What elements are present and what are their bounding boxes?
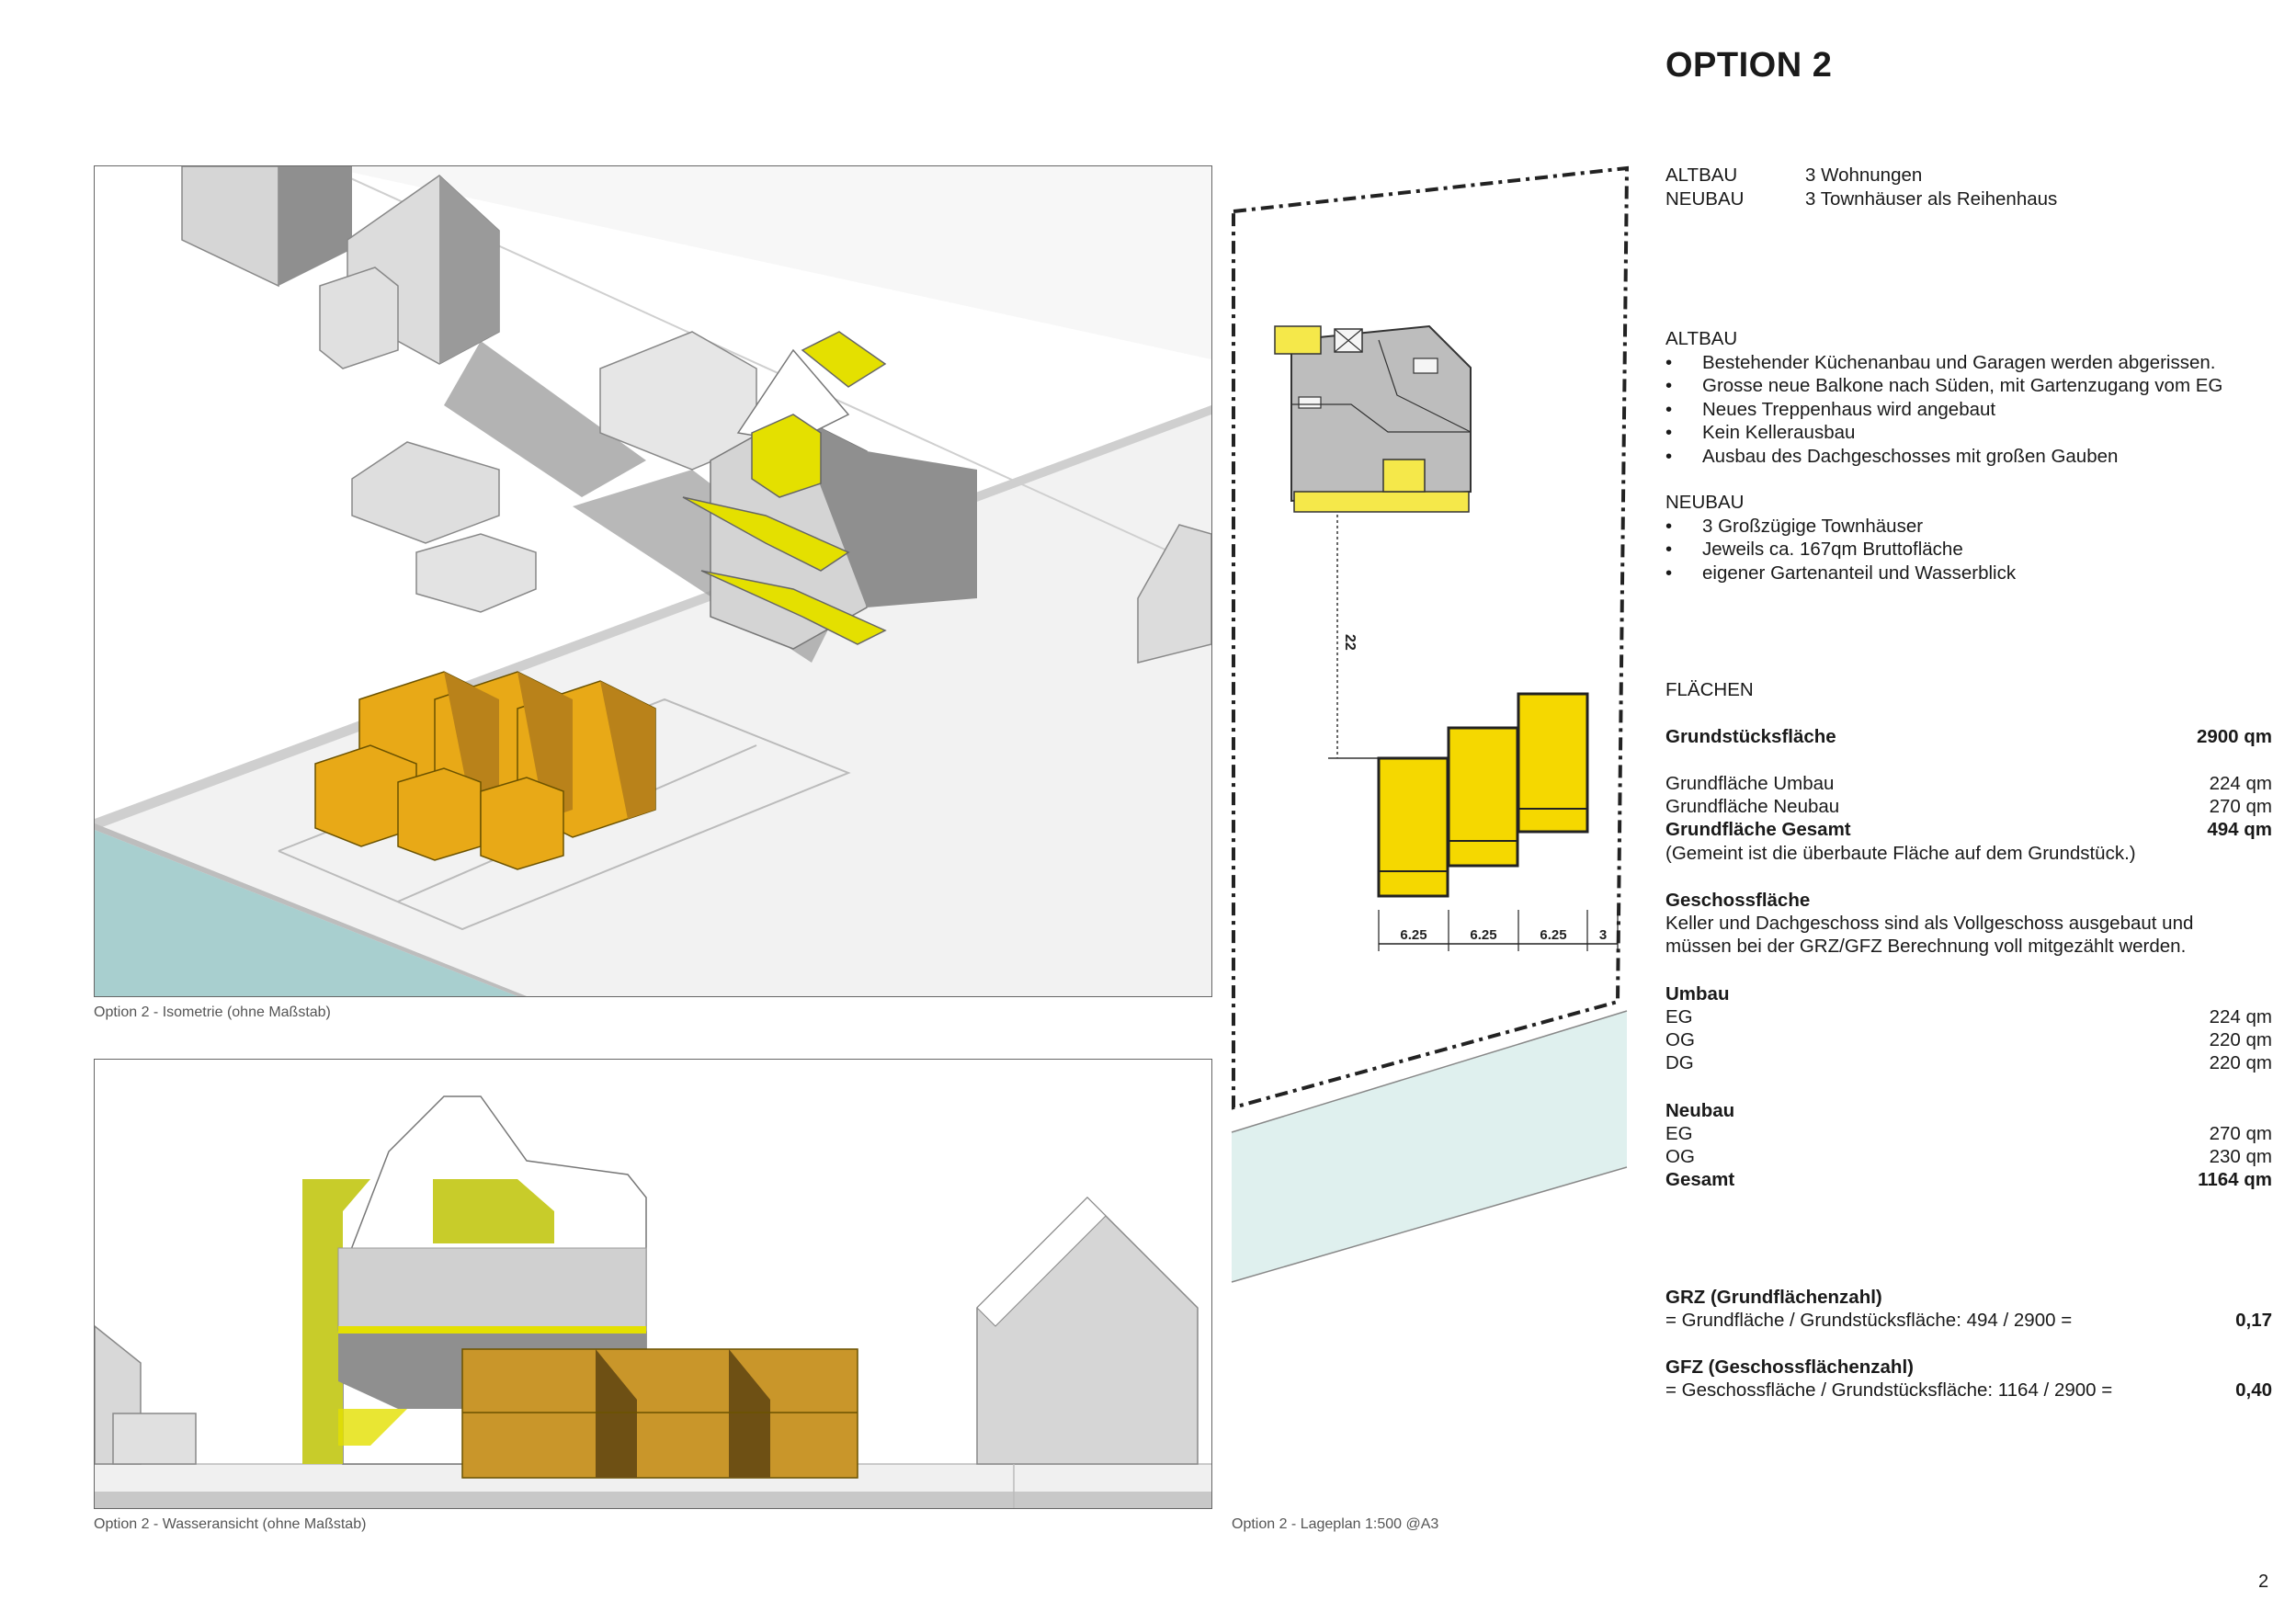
geschoss-text-1: Keller und Dachgeschoss sind als Vollges… xyxy=(1665,913,2194,934)
isometric-drawing xyxy=(95,166,1211,996)
dormer-yellow xyxy=(751,414,822,498)
neubau-eg-value: 270 qm xyxy=(2209,1123,2272,1144)
umbau-og-value: 220 qm xyxy=(2209,1029,2272,1050)
neubau-og-row: OG 230 qm xyxy=(1665,1146,2272,1170)
elevation-drawing xyxy=(95,1095,1211,1508)
altbau-item: Grosse neue Balkone nach Süden, mit Gart… xyxy=(1665,374,2222,398)
gf-gesamt-label: Grundfläche Gesamt xyxy=(1665,819,1851,840)
gfz-row: = Geschossfläche / Grundstücksfläche: 11… xyxy=(1665,1379,2272,1403)
neubau-area-heading: Neubau xyxy=(1665,1100,1735,1121)
umbau-dg-row: DG 220 qm xyxy=(1665,1052,2272,1076)
gesamt-value: 1164 qm xyxy=(2198,1169,2272,1190)
caption-water-view: Option 2 - Wasseransicht (ohne Maßstab) xyxy=(94,1516,367,1532)
umbau-og-label: OG xyxy=(1665,1029,1695,1050)
gf-umbau-row: Grundfläche Umbau 224 qm xyxy=(1665,773,2272,797)
site-plan: 22 6.25 6.25 6.25 3 xyxy=(1213,156,1654,1296)
grz-value: 0,17 xyxy=(2235,1310,2272,1331)
gf-note: (Gemeint ist die überbaute Fläche auf de… xyxy=(1665,843,2136,864)
plot-boundary xyxy=(1232,165,1630,1110)
gesamt-label: Gesamt xyxy=(1665,1169,1735,1190)
altbau-item: Bestehender Küchenanbau und Garagen werd… xyxy=(1665,351,2222,375)
dim-width-1: 6.25 xyxy=(1400,927,1426,943)
summary-value-neubau: 3 Townhäuser als Reihenhaus xyxy=(1805,187,2058,210)
summary: ALTBAU 3 Wohnungen NEUBAU 3 Townhäuser als… xyxy=(1665,164,2057,210)
neubau-og-value: 230 qm xyxy=(2209,1146,2272,1167)
water-view xyxy=(94,1059,1212,1509)
umbau-dg-label: DG xyxy=(1665,1052,1694,1073)
umbau-og-row: OG 220 qm xyxy=(1665,1029,2272,1053)
page-number: 2 xyxy=(2258,1572,2269,1592)
grz-formula: = Grundfläche / Grundstücksfläche: 494 /… xyxy=(1665,1310,2073,1331)
gfz-heading: GFZ (Geschossflächenzahl) xyxy=(1665,1356,1914,1378)
summary-label-neubau: NEUBAU xyxy=(1665,187,1745,210)
grundstueck-row: Grundstücksfläche 2900 qm xyxy=(1665,726,2272,750)
caption-site-plan: Option 2 - Lageplan 1:500 @A3 xyxy=(1232,1516,1439,1532)
altbau-section: ALTBAU Bestehender Küchenanbau und Garag… xyxy=(1665,327,2222,469)
gfz-formula: = Geschossfläche / Grundstücksfläche: 11… xyxy=(1665,1379,2113,1401)
dim-width-4: 3 xyxy=(1599,927,1607,943)
gf-umbau-label: Grundfläche Umbau xyxy=(1665,773,1835,794)
altbau-item: Ausbau des Dachgeschosses mit großen Gau… xyxy=(1665,445,2222,469)
neubau-heading: NEUBAU xyxy=(1665,492,1745,513)
townhouse-plan xyxy=(1377,756,1449,898)
neubau-og-label: OG xyxy=(1665,1146,1695,1167)
neubau-item: eigener Gartenanteil und Wasserblick xyxy=(1665,562,2016,585)
gf-umbau-value: 224 qm xyxy=(2209,773,2272,794)
summary-value-altbau: 3 Wohnungen xyxy=(1805,165,1923,186)
neubau-item: Jeweils ca. 167qm Bruttofläche xyxy=(1665,538,2016,562)
dim-distance: 22 xyxy=(1342,634,1358,651)
umbau-eg-label: EG xyxy=(1665,1006,1693,1027)
water-area xyxy=(1232,1011,1627,1282)
neubau-eg-label: EG xyxy=(1665,1123,1693,1144)
altbau-item: Neues Treppenhaus wird angebaut xyxy=(1665,398,2222,422)
dim-width-3: 6.25 xyxy=(1540,927,1566,943)
altbau-heading: ALTBAU xyxy=(1665,328,1738,349)
grz-heading: GRZ (Grundflächenzahl) xyxy=(1665,1287,1882,1308)
gf-neubau-row: Grundfläche Neubau 270 qm xyxy=(1665,796,2272,820)
umbau-eg-value: 224 qm xyxy=(2209,1006,2272,1027)
gf-neubau-value: 270 qm xyxy=(2209,796,2272,817)
umbau-heading: Umbau xyxy=(1665,983,1730,1004)
caption-isometric: Option 2 - Isometrie (ohne Maßstab) xyxy=(94,1004,331,1020)
dormer-lime xyxy=(433,1179,554,1243)
gesamt-row: Gesamt 1164 qm xyxy=(1665,1169,2272,1193)
umbau-dg-value: 220 qm xyxy=(2209,1052,2272,1073)
neubau-eg-row: EG 270 qm xyxy=(1665,1123,2272,1147)
gf-gesamt-value: 494 qm xyxy=(2207,819,2272,840)
gfz-value: 0,40 xyxy=(2235,1379,2272,1401)
geschoss-heading: Geschossfläche xyxy=(1665,890,1811,911)
dim-width-2: 6.25 xyxy=(1470,927,1496,943)
grz-row: = Grundfläche / Grundstücksfläche: 494 /… xyxy=(1665,1310,2272,1334)
summary-label-altbau: ALTBAU xyxy=(1665,165,1738,186)
site-plan-drawing: 22 6.25 6.25 6.25 3 xyxy=(1231,165,1630,1283)
isometric-view xyxy=(94,165,1212,997)
neubau-section: NEUBAU 3 Großzügige Townhäuser Jeweils c… xyxy=(1665,491,2016,585)
umbau-eg-row: EG 224 qm xyxy=(1665,1006,2272,1030)
grundstueck-value: 2900 qm xyxy=(2196,726,2272,747)
page-title: OPTION 2 xyxy=(1665,46,1833,85)
gf-neubau-label: Grundfläche Neubau xyxy=(1665,796,1840,817)
geschoss-text-2: müssen bei der GRZ/GFZ Berechnung voll m… xyxy=(1665,936,2187,957)
grundstueck-label: Grundstücksfläche xyxy=(1665,726,1836,747)
flaechen-heading: FLÄCHEN xyxy=(1665,679,1754,700)
neubau-item: 3 Großzügige Townhäuser xyxy=(1665,515,2016,539)
townhouse-elevation xyxy=(461,1348,858,1479)
gf-gesamt-row: Grundfläche Gesamt 494 qm xyxy=(1665,819,2272,843)
altbau-item: Kein Kellerausbau xyxy=(1665,421,2222,445)
